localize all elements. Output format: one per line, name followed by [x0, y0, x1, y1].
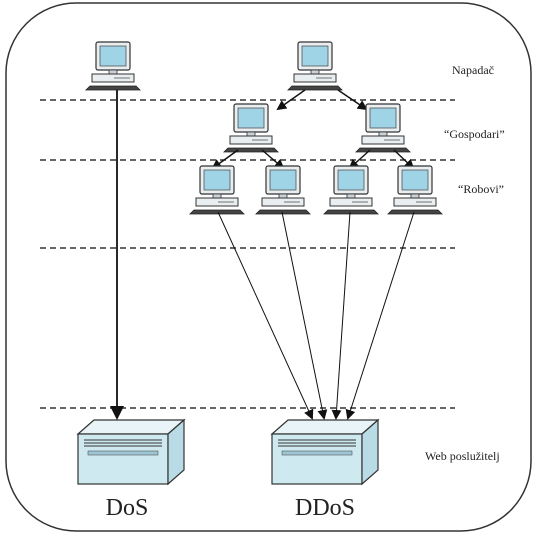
- arrow-to-robot-1: [211, 149, 239, 170]
- robot-4-computer-icon: [387, 165, 443, 215]
- robot-3-computer-icon: [323, 165, 379, 215]
- master-left-computer-icon: [223, 103, 279, 153]
- robot-1-computer-icon: [189, 165, 245, 215]
- layer-label-robots: “Robovi”: [458, 182, 504, 196]
- arrow-robot-2-to-server: [281, 211, 328, 420]
- layer-label-attacker: Napadač: [452, 63, 494, 77]
- arrow-to-robot-4: [393, 149, 415, 170]
- diagram-frame: [5, 2, 532, 532]
- dos-attacker-computer-icon: [85, 41, 141, 91]
- arrow-to-master-left: [276, 89, 306, 111]
- arrow-robot-3-to-server: [331, 211, 351, 420]
- master-to-robot-arrows: [211, 149, 415, 170]
- layer-label-server: Web poslužitelj: [425, 449, 500, 463]
- caption-dos: DoS: [106, 495, 149, 521]
- arrow-robot-1-to-server: [217, 211, 314, 420]
- layer-label-masters: “Gospodari”: [444, 127, 505, 141]
- master-right-computer-icon: [355, 103, 411, 153]
- arrow-robot-4-to-server: [345, 211, 415, 420]
- caption-ddos: DDoS: [295, 495, 355, 521]
- robot-to-server-arrows: [217, 211, 415, 420]
- robot-2-computer-icon: [255, 165, 311, 215]
- attacker-to-master-arrows: [276, 89, 368, 111]
- layer-separators: [40, 99, 455, 409]
- ddos-web-server-icon: [271, 419, 379, 485]
- ddos-attacker-computer-icon: [287, 41, 343, 91]
- arrow-to-master-right: [337, 89, 368, 111]
- dos-web-server-icon: [77, 419, 185, 485]
- arrow-to-robot-2: [261, 149, 285, 170]
- arrow-to-robot-3: [348, 149, 371, 170]
